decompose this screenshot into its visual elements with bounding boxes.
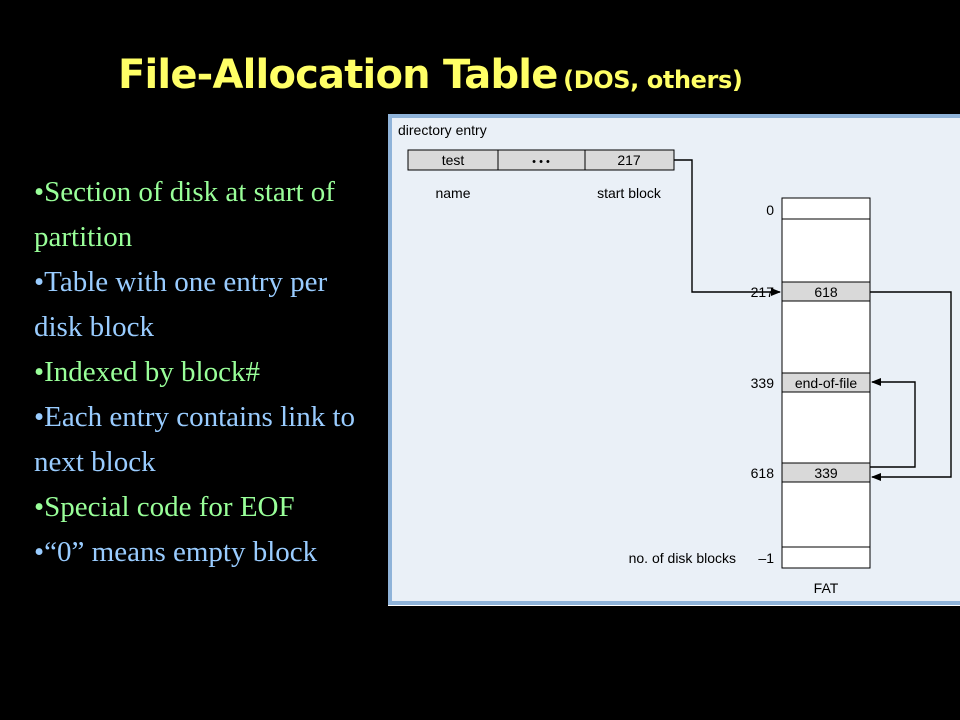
name-label: name (435, 185, 470, 201)
bullet-item: •Table with one entry per disk block (34, 266, 328, 343)
diagram-frame (388, 114, 960, 605)
fat-index-0: 0 (766, 202, 774, 218)
title-main: File-Allocation Table (118, 52, 558, 98)
fat-cell-0 (781, 197, 871, 220)
fat-cell-339 (781, 372, 871, 393)
arrow-618-to-339 (870, 378, 916, 468)
bullet-item: •Each entry contains link to next block (34, 401, 356, 478)
bullet-item: •Section of disk at start of partition (34, 176, 335, 253)
title-sub: (DOS, others) (563, 66, 743, 94)
no-of-disk-blocks-label: no. of disk blocks (629, 550, 736, 566)
bullet-list: •Section of disk at start of partition •… (34, 170, 364, 575)
bullet-item: •Special code for EOF (34, 491, 295, 523)
bullet-item: •“0” means empty block (34, 536, 318, 568)
fat-label: FAT (814, 580, 839, 596)
fat-index-339: 339 (751, 375, 775, 391)
fat-index-last: –1 (758, 550, 774, 566)
entry-name: test (442, 152, 465, 168)
arrow-start-block-to-217 (674, 159, 781, 296)
fat-diagram: directory entry test • • • 217 name star… (388, 114, 960, 606)
fat-index-618: 618 (751, 465, 775, 481)
fat-cell-618 (781, 462, 871, 483)
fat-diagram-svg: directory entry test • • • 217 name star… (388, 114, 960, 605)
fat-value-217: 618 (814, 284, 838, 300)
arrow-217-to-618 (870, 291, 952, 481)
start-block-label: start block (597, 185, 662, 201)
entry-start-block: 217 (617, 152, 641, 168)
fat-cell-last (781, 546, 871, 569)
fat-value-618: 339 (814, 465, 838, 481)
directory-entry-label: directory entry (398, 122, 487, 138)
entry-ellipsis: • • • (532, 156, 550, 168)
fat-value-339: end-of-file (795, 375, 857, 391)
bullet-item: •Indexed by block# (34, 356, 260, 388)
slide-title: File-Allocation Table (DOS, others) (118, 52, 743, 98)
